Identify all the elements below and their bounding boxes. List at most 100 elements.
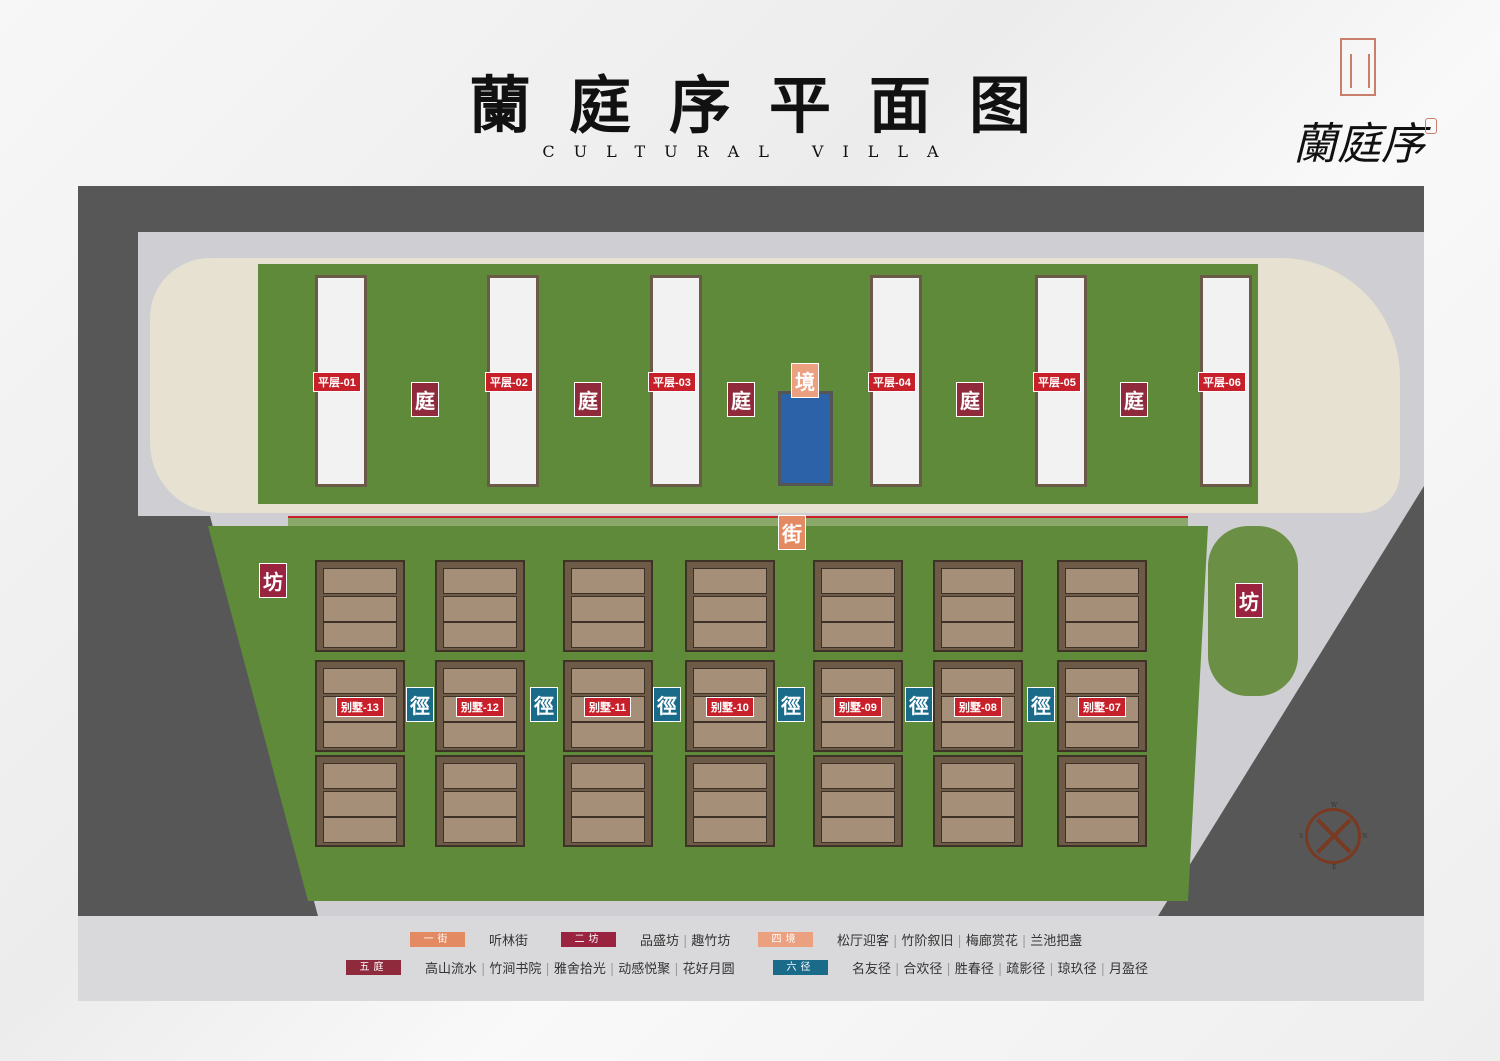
path-label: 徑 [1027,687,1055,722]
separator: | [683,934,688,949]
north-garden [258,264,1258,504]
street-label: 街 [778,515,806,550]
separator: | [1021,934,1027,949]
path-label: 徑 [653,687,681,722]
legend-badge: 一街 [410,932,465,947]
villa-cluster [685,755,775,847]
compass-w: W [1331,802,1338,809]
legend-item: 名友径 [852,962,892,977]
villa-roof [941,622,1015,648]
separator: | [946,962,951,977]
legend-item: 疏影径 [1006,962,1046,977]
villa-roof [323,817,397,843]
legend-badge: 六径 [773,960,828,975]
separator: | [481,962,486,977]
villa-roof [693,763,767,789]
villa-roof [571,622,645,648]
legend-item: 松厅迎客 [837,934,890,949]
villa-roof [323,622,397,648]
flat-label: 平层-06 [1198,372,1246,392]
courtyard-label: 庭 [574,382,602,417]
legend-item: 品盛坊 [640,934,680,949]
road-top [78,186,1424,232]
pool [778,391,833,486]
villa-roof [941,668,1015,694]
villa-cluster [1057,560,1147,652]
legend-entry: 四境松厅迎客|竹阶叙旧|梅廊赏花|兰池把盏 [758,930,1084,949]
villa-roof [693,568,767,594]
path-label: 徑 [777,687,805,722]
villa-cluster [435,755,525,847]
villa-roof [443,763,517,789]
separator: | [957,934,962,949]
villa-label: 别墅-08 [954,697,1002,717]
villa-roof [693,722,767,748]
villa-roof [323,668,397,694]
villa-roof [821,568,895,594]
legend-items: 品盛坊|趣竹坊 [638,930,732,949]
legend-item: 琼玖径 [1057,962,1097,977]
separator: | [1100,962,1106,977]
compass-s: S [1299,833,1304,840]
courtyard-label: 庭 [1120,382,1148,417]
villa-label: 别墅-07 [1078,697,1126,717]
legend-item: 兰池把盏 [1030,934,1083,949]
villa-roof [941,568,1015,594]
villa-roof [941,763,1015,789]
legend-item: 动感悦聚 [618,962,671,977]
compass-icon: W N E S [1299,802,1367,871]
villa-roof [1065,791,1139,817]
villa-roof [323,568,397,594]
villa-roof [821,791,895,817]
villa-roof [443,596,517,622]
legend-item: 胜春径 [954,962,994,977]
separator: | [674,962,679,977]
villa-cluster [933,560,1023,652]
villa-roof [941,722,1015,748]
separator: | [997,962,1003,977]
villa-roof [443,622,517,648]
villa-roof [571,817,645,843]
separator: | [545,962,550,977]
separator: | [893,934,898,949]
legend-badge: 四境 [758,932,813,947]
legend-item: 高山流水 [425,962,478,977]
separator: | [1049,962,1054,977]
villa-roof [941,696,1015,722]
road-left [78,186,138,916]
villa-cluster [315,755,405,847]
villa-label: 别墅-11 [584,697,632,717]
villa-roof [571,722,645,748]
villa-label: 别墅-09 [834,697,882,717]
separator: | [895,962,900,977]
villa-roof [1065,763,1139,789]
villa-label: 别墅-13 [336,697,384,717]
villa-roof [1065,668,1139,694]
villa-roof [821,668,895,694]
legend-badge: 二坊 [561,932,616,947]
villa-cluster [813,560,903,652]
villa-roof [821,722,895,748]
villa-cluster [563,560,653,652]
page-subtitle: CULTURAL VILLA [542,142,958,161]
courtyard-label: 庭 [411,382,439,417]
legend-item: 梅廊赏花 [965,934,1018,949]
villa-roof [821,817,895,843]
villa-cluster [933,755,1023,847]
villa-cluster [813,755,903,847]
villa-roof [323,791,397,817]
flat-label: 平层-02 [485,372,533,392]
villa-roof [821,763,895,789]
legend: 一街听林街二坊品盛坊|趣竹坊四境松厅迎客|竹阶叙旧|梅廊赏花|兰池把盏五庭高山流… [78,916,1424,1001]
villa-cluster [1057,755,1147,847]
path-label: 徑 [905,687,933,722]
villa-roof [1065,568,1139,594]
legend-entry: 五庭高山流水|竹涧书院|雅舍拾光|动感悦聚|花好月圆 [346,958,737,977]
villa-roof [571,763,645,789]
legend-items: 名友径|合欢径|胜春径|疏影径|琼玖径|月盈径 [850,958,1150,977]
logo-seal-icon [1340,38,1376,96]
villa-label: 别墅-12 [456,697,504,717]
legend-item: 月盈径 [1109,962,1149,977]
compass-e: E [1332,864,1337,871]
villa-roof [693,668,767,694]
